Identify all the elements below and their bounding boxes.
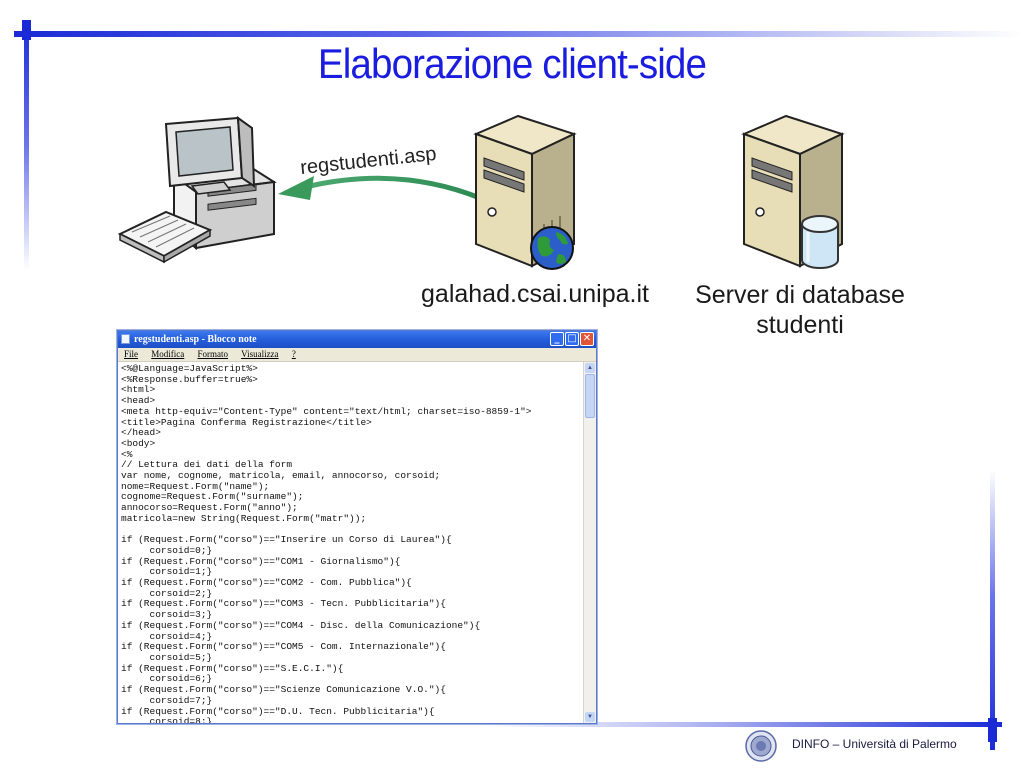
bottom-accent-bar <box>480 722 1002 727</box>
response-arrow <box>278 175 481 201</box>
database-cylinder-icon <box>801 215 839 269</box>
database-server-label: Server di database studenti <box>680 280 920 340</box>
window-controls: _ □ ✕ <box>550 332 594 346</box>
notepad-window: regstudenti.asp - Blocco note _ □ ✕ File… <box>117 330 597 724</box>
menu-formato[interactable]: Formato <box>197 349 229 359</box>
menu-modifica[interactable]: Modifica <box>151 349 185 359</box>
right-accent-bar <box>990 470 995 750</box>
notepad-title: regstudenti.asp - Blocco note <box>134 334 257 345</box>
globe-icon <box>530 226 574 270</box>
university-seal-icon <box>745 730 777 762</box>
menu-help[interactable]: ? <box>291 349 296 359</box>
database-server-label-line1: Server di database <box>695 281 905 309</box>
menu-file[interactable]: File <box>124 349 139 359</box>
scroll-down-icon[interactable]: ▼ <box>585 712 595 722</box>
scroll-up-icon[interactable]: ▲ <box>585 363 595 373</box>
maximize-button[interactable]: □ <box>565 332 579 346</box>
notepad-app-icon <box>121 334 130 344</box>
notepad-text-area[interactable]: <%@Language=JavaScript%> <%Response.buff… <box>118 362 584 723</box>
left-accent-bar <box>24 20 29 270</box>
source-code: <%@Language=JavaScript%> <%Response.buff… <box>121 363 532 723</box>
database-server-label-line2: studenti <box>756 311 844 339</box>
computer-icon <box>117 116 277 264</box>
top-left-accent-cap <box>22 20 31 40</box>
vertical-scrollbar[interactable]: ▲ ▼ <box>583 362 596 723</box>
menu-visualizza[interactable]: Visualizza <box>241 349 279 359</box>
notepad-title-bar: regstudenti.asp - Blocco note _ □ ✕ <box>118 331 596 348</box>
web-server-label: galahad.csai.unipa.it <box>421 280 649 308</box>
top-accent-bar <box>14 31 1024 37</box>
close-button[interactable]: ✕ <box>580 332 594 346</box>
slide-title: Elaborazione client-side <box>317 40 707 87</box>
scroll-thumb[interactable] <box>585 374 595 418</box>
bottom-right-accent-cap <box>988 718 997 742</box>
footer-text: DINFO – Università di Palermo <box>792 737 957 751</box>
minimize-button[interactable]: _ <box>550 332 564 346</box>
notepad-menu-bar: File Modifica Formato Visualizza ? <box>118 348 596 362</box>
